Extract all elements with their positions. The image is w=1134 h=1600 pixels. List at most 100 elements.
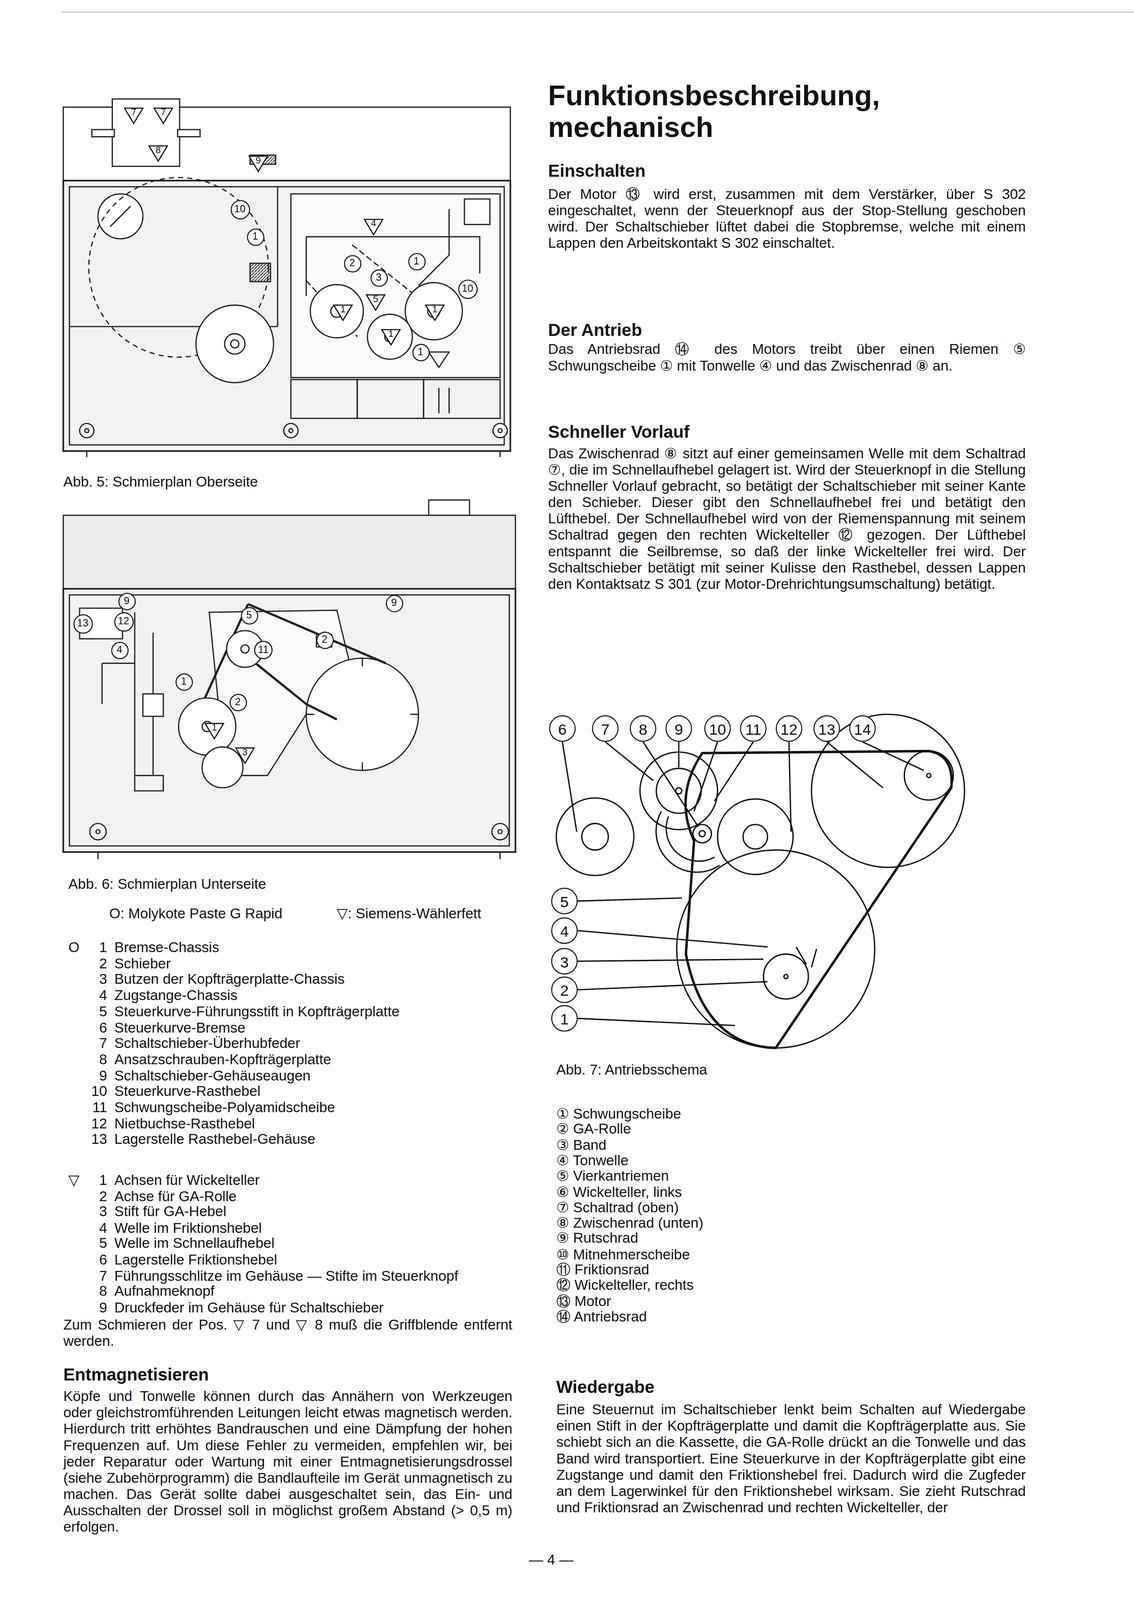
callout-number: 2 — [560, 982, 569, 998]
circle-callout: 13 — [813, 715, 841, 743]
triangle-callout: 7 — [123, 106, 145, 125]
triangle-callout: 8 — [148, 144, 169, 162]
text-label: ⑨ Rutschrad — [556, 1229, 639, 1247]
callout-number: 4 — [371, 217, 377, 229]
callout-number: 1 — [388, 328, 394, 339]
text-label: 1 — [81, 1171, 108, 1188]
text-label: 9 — [81, 1298, 108, 1316]
circle-callout: 12 — [775, 715, 803, 743]
text-label: 4 — [81, 986, 108, 1004]
circle-callout: 1 — [551, 1005, 578, 1032]
text-label: ⑪ Friktionsrad — [556, 1261, 650, 1278]
text-label: 7 — [81, 1034, 108, 1051]
callout-number: 2 — [234, 697, 241, 708]
callout-number: 1 — [211, 721, 217, 733]
text-label: 2 — [81, 1187, 108, 1204]
callout-number: 3 — [375, 272, 382, 283]
circle-callout: 8 — [629, 715, 657, 743]
text-label: Zugstange-Chassis — [114, 986, 238, 1004]
callout-number: 11 — [258, 644, 269, 656]
section-heading: Wiedergabe — [556, 1377, 655, 1399]
text-label: Lagerstelle Rasthebel-Gehäuse — [114, 1131, 316, 1148]
text-label: 5 — [81, 1234, 108, 1252]
callout-number: 7 — [600, 721, 610, 737]
text-label: ▽: Siemens-Wählerfett — [336, 905, 481, 922]
text-label: 11 — [81, 1098, 108, 1116]
callout-number: 2 — [349, 258, 355, 269]
text-label: Abb. 7: Antriebsschema — [556, 1061, 708, 1078]
circle-callout: 6 — [549, 715, 576, 743]
callout-number: 9 — [123, 596, 130, 607]
callout-number: 10 — [461, 283, 474, 294]
text-label: 3 — [81, 1203, 108, 1220]
callout-number: 5 — [560, 893, 569, 909]
text-label: 12 — [81, 1115, 108, 1132]
text-label: ⑩ Mitnehmerscheibe — [556, 1245, 690, 1262]
text-label: Ansatzschrauben-Kopfträgerplatte — [114, 1050, 332, 1068]
callout-number: 4 — [116, 644, 122, 656]
text-label: ⑦ Schaltrad (oben) — [556, 1198, 679, 1215]
callout-number: 10 — [709, 721, 727, 737]
circle-callout: 3 — [551, 947, 578, 975]
paragraph: Das Antriebsrad ⑭ des Motors treibt über… — [548, 340, 1026, 374]
callout-number: 3 — [560, 953, 569, 969]
callout-number: 1 — [413, 256, 420, 267]
text-label: ④ Tonwelle — [556, 1151, 629, 1169]
text-label: Abb. 5: Schmierplan Oberseite — [63, 473, 259, 490]
callout-number: 12 — [117, 616, 130, 627]
text-label: ▽ — [68, 1171, 80, 1188]
text-label: ⑤ Vierkantriemen — [556, 1167, 669, 1184]
callout-number: 8 — [155, 144, 161, 155]
text-label: ⑥ Wickelteller, links — [556, 1183, 682, 1200]
callout-number: 1 — [432, 303, 438, 314]
text-label: Schieber — [114, 954, 171, 971]
callout-number: 7 — [130, 106, 137, 117]
text-label: ⑫ Wickelteller, rechts — [556, 1276, 694, 1294]
text-label: 9 — [81, 1066, 108, 1084]
text-label: ⑬ Motor — [556, 1292, 612, 1309]
triangle-callout: 1 — [380, 328, 402, 346]
circle-callout: 9 — [665, 715, 692, 743]
text-label: Steuerkurve-Führungsstift in Kopfträgerp… — [114, 1003, 400, 1020]
text-label: 5 — [81, 1003, 108, 1020]
text-label: 10 — [81, 1083, 108, 1100]
callout-number: 5 — [373, 293, 379, 304]
triangle-callout: 9 — [248, 154, 269, 173]
section-heading: Entmagnetisieren — [63, 1365, 209, 1387]
text-label: ⑭ Antriebsrad — [556, 1308, 648, 1325]
text-label: Achse für GA-Rolle — [114, 1187, 237, 1204]
text-label: Schaltschieber-Überhubfeder — [114, 1034, 300, 1051]
text-label: 2 — [81, 954, 108, 971]
circle-callout: 4 — [551, 917, 578, 945]
text-label: Druckfeder im Gehäuse für Schaltschieber — [114, 1298, 384, 1316]
triangle-callout: 1 — [332, 303, 354, 321]
text-label: Abb. 6: Schmierplan Unterseite — [68, 875, 267, 892]
circle-callout: 2 — [551, 976, 578, 1004]
circle-callout: 11 — [254, 641, 273, 660]
callout-number: 5 — [246, 610, 252, 621]
callout-number: 1 — [560, 1010, 569, 1027]
callout-number: 13 — [818, 721, 836, 737]
triangle-callout: 3 — [234, 746, 256, 764]
circle-callout: 14 — [849, 715, 876, 743]
text-label: Steuerkurve-Bremse — [114, 1018, 246, 1036]
paragraph: Der Motor ⑬ wird erst, zusammen mit dem … — [548, 185, 1026, 252]
text-label: Schwungscheibe-Polyamidscheibe — [114, 1098, 336, 1116]
triangle-callout: 7 — [153, 106, 174, 125]
text-label: 4 — [81, 1219, 108, 1236]
text-label: Butzen der Kopfträgerplatte-Chassis — [114, 970, 345, 988]
circle-callout: 11 — [739, 715, 767, 743]
text-label: Welle im Schnellaufhebel — [114, 1234, 275, 1252]
text-label: Führungsschlitze im Gehäuse — Stifte im … — [114, 1267, 459, 1284]
text-label: 7 — [81, 1267, 108, 1284]
text-label: ⑧ Zwischenrad (unten) — [556, 1214, 704, 1231]
text-label: Lagerstelle Friktionshebel — [114, 1251, 278, 1268]
triangle-callout: 5 — [365, 293, 386, 312]
page-title: Funktionsbeschreibung, mechanisch — [548, 79, 977, 143]
text-label: 1 — [81, 938, 108, 956]
text-label: ② GA-Rolle — [556, 1120, 632, 1137]
text-label: ③ Band — [556, 1136, 607, 1153]
callout-number: 9 — [674, 721, 683, 737]
callout-number: 14 — [854, 721, 872, 737]
text-label: 8 — [81, 1050, 108, 1068]
